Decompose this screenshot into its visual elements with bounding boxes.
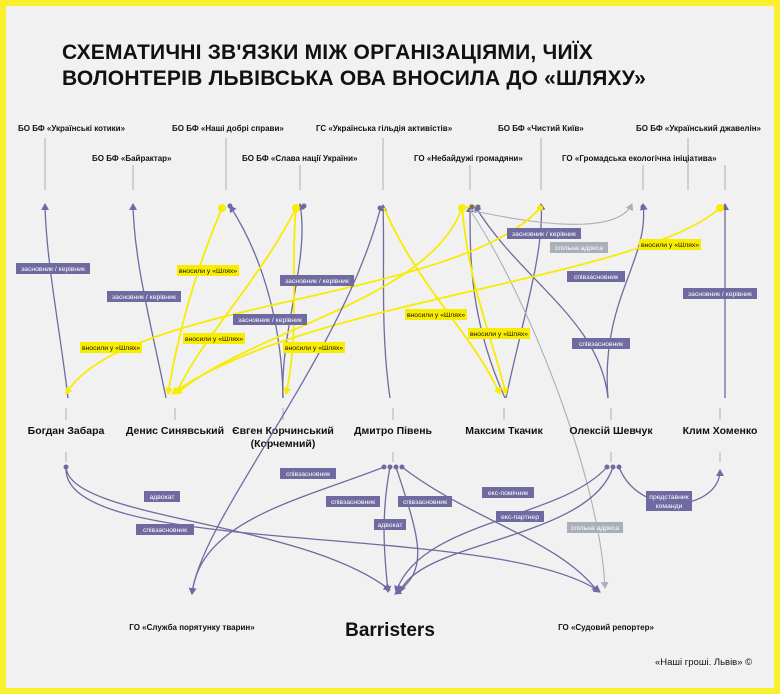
svg-text:вносили у «Шлях»: вносили у «Шлях»: [407, 312, 465, 319]
tag-purple: адвокат: [144, 491, 180, 502]
tag-purple: представник команди: [646, 491, 692, 511]
org-labels-top: БО БФ «Українські котики» БО БФ «Наші до…: [18, 124, 762, 133]
svg-text:засновник / керівник: засновник / керівник: [285, 277, 349, 285]
tag-purple: засновник / керівник: [233, 314, 307, 325]
person-korchynskyi-alt: (Корчемний): [251, 438, 316, 450]
person-stubs: [65, 408, 721, 462]
svg-text:співзасновник: співзасновник: [574, 273, 618, 281]
svg-text:вносили у «Шлях»: вносили у «Шлях»: [470, 331, 528, 338]
tag-purple: співзасновник: [326, 496, 380, 507]
org-ukrainian-javelin: БО БФ «Український джавелін»: [636, 124, 762, 133]
person-khomenko: Клим Хоменко: [683, 425, 758, 437]
link-dots: [218, 203, 724, 212]
org-bayraktar: БО БФ «Байрактар»: [92, 154, 172, 163]
svg-text:співзасновник: співзасновник: [286, 470, 330, 478]
tag-purple: екс-помічник: [482, 487, 534, 498]
person-syniavskyi: Денис Синявський: [126, 425, 224, 437]
tag-purple: засновник / керівник: [16, 263, 90, 274]
svg-text:вносили у «Шлях»: вносили у «Шлях»: [185, 336, 243, 343]
svg-text:засновник / керівник: засновник / керівник: [512, 230, 576, 238]
svg-text:спільна адреса: спільна адреса: [571, 524, 619, 532]
bottom-dots: [63, 464, 622, 470]
tag-purple: адвокат: [374, 519, 406, 530]
tag-yellow: вносили у «Шлях»: [405, 309, 467, 320]
shared-address-links: [469, 203, 634, 589]
bottom-links: [65, 209, 724, 595]
org-sluzhba-poriatunku: ГО «Служба порятунку тварин»: [129, 623, 255, 632]
svg-text:екс-партнер: екс-партнер: [501, 514, 539, 521]
org-ecological-initiative: ГО «Громадська екологічна ініціатива»: [562, 154, 717, 163]
founder-links: [41, 203, 729, 399]
svg-text:спільна адреса: спільна адреса: [555, 244, 603, 252]
tag-purple: екс-партнер: [496, 511, 544, 522]
footer-credit: «Наші гроші. Львів» ©: [655, 657, 753, 668]
tag-yellow: вносили у «Шлях»: [177, 265, 239, 276]
svg-text:співзасновник: співзасновник: [579, 340, 623, 348]
svg-text:засновник / керівник: засновник / керівник: [238, 316, 302, 324]
org-nebaiduzhi-hromadiany: ГО «Небайдужі громадяни»: [414, 154, 523, 163]
person-shevchuk: Олексій Шевчук: [569, 425, 653, 437]
svg-text:засновник / керівник: засновник / керівник: [112, 293, 176, 301]
tag-purple: співзасновник: [572, 338, 630, 349]
svg-text:представник: представник: [649, 494, 688, 501]
org-labels-second: БО БФ «Байрактар» БО БФ «Слава нації Укр…: [92, 154, 717, 163]
svg-text:команди: команди: [656, 503, 683, 510]
bottom-org-labels: ГО «Служба порятунку тварин» Barristers …: [129, 620, 654, 641]
tag-purple: співзасновник: [280, 468, 336, 479]
svg-text:засновник / керівник: засновник / керівник: [688, 290, 752, 298]
svg-text:вносили у «Шлях»: вносили у «Шлях»: [641, 242, 699, 249]
tag-yellow: вносили у «Шлях»: [283, 342, 345, 353]
tag-purple: засновник / керівник: [107, 291, 181, 302]
svg-text:співзасновник: співзасновник: [403, 498, 447, 506]
org-slava-natsii: БО БФ «Слава нації України»: [242, 154, 358, 163]
svg-text:вносили у «Шлях»: вносили у «Шлях»: [82, 345, 140, 352]
org-chystyi-kyiv: БО БФ «Чистий Київ»: [498, 124, 584, 133]
org-gildiya-aktyvistiv: ГС «Українська гільдія активістів»: [316, 124, 453, 133]
tag-grey: спільна адреса: [567, 522, 623, 533]
tag-yellow: вносили у «Шлях»: [183, 333, 245, 344]
tag-yellow: вносили у «Шлях»: [80, 342, 142, 353]
tag-purple: співзасновник: [398, 496, 452, 507]
tag-yellow: вносили у «Шлях»: [639, 239, 701, 250]
svg-text:співзасновник: співзасновник: [143, 526, 187, 534]
tag-purple: засновник / керівник: [280, 275, 354, 286]
person-korchynskyi: Євген Корчинський: [232, 425, 334, 437]
org-sudovyi-reporter: ГО «Судовий репортер»: [558, 623, 654, 632]
tag-purple: співзасновник: [136, 524, 194, 535]
svg-text:адвокат: адвокат: [150, 494, 175, 501]
tag-grey: спільна адреса: [550, 242, 608, 253]
page-title: Схематичні зв'язки між організаціями, чи…: [62, 41, 647, 90]
tag-purple: співзасновник: [567, 271, 625, 282]
tag-yellow: вносили у «Шлях»: [468, 328, 530, 339]
person-zabara: Богдан Забара: [28, 425, 105, 437]
person-piven: Дмитро Півень: [354, 425, 433, 437]
svg-text:екс-помічник: екс-помічник: [488, 489, 528, 497]
svg-text:співзасновник: співзасновник: [331, 498, 375, 506]
svg-text:адвокат: адвокат: [378, 522, 403, 529]
relationship-tags: засновник / керівник засновник / керівни…: [16, 228, 757, 535]
org-barristers: Barristers: [345, 620, 435, 641]
shlyakh-links: [65, 202, 721, 395]
svg-text:засновник / керівник: засновник / керівник: [21, 265, 85, 273]
org-nashi-dobri-spravy: БО БФ «Наші добрі справи»: [172, 124, 284, 133]
tag-purple: засновник / керівник: [507, 228, 581, 239]
person-tkachyk: Максим Ткачик: [465, 425, 543, 437]
svg-text:вносили у «Шлях»: вносили у «Шлях»: [179, 268, 237, 275]
org-guide-lines: [44, 138, 726, 190]
svg-text:вносили у «Шлях»: вносили у «Шлях»: [285, 345, 343, 352]
org-ukrainian-kotyky: БО БФ «Українські котики»: [18, 124, 126, 133]
people-labels: Богдан Забара Денис Синявський Євген Кор…: [28, 425, 758, 450]
tag-purple: засновник / керівник: [683, 288, 757, 299]
